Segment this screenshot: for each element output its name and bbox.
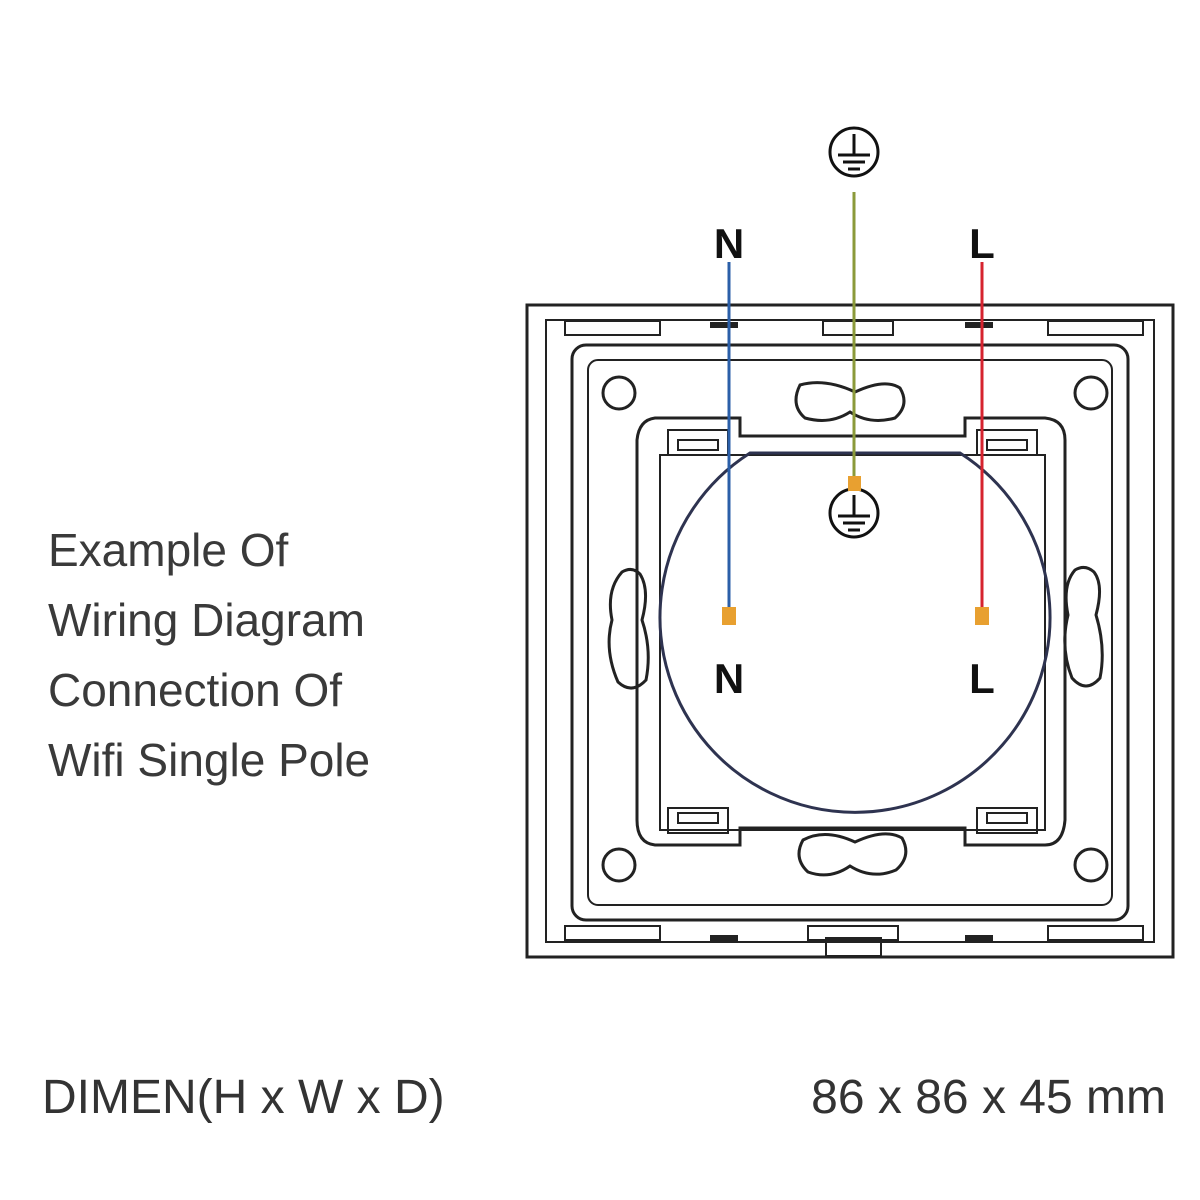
- screw-slots: [607, 381, 1104, 877]
- switch-body-outline: [658, 451, 1052, 814]
- description-line: Example Of: [48, 524, 289, 576]
- description-line: Connection Of: [48, 664, 343, 716]
- module-housing: [635, 416, 1067, 847]
- mounting-holes: [601, 375, 1109, 883]
- description-line: Wiring Diagram: [48, 594, 365, 646]
- diagram-description: Example Of Wiring Diagram Connection Of …: [48, 515, 488, 795]
- neutral-top-label: N: [714, 220, 744, 267]
- live-top-label: L: [969, 220, 995, 267]
- earth-ground-icon: [828, 126, 880, 178]
- dimensions-value: 86 x 86 x 45 mm: [811, 1071, 1166, 1124]
- earth-terminal: [848, 476, 861, 491]
- switch-frame: [525, 303, 1175, 959]
- neutral-terminal: [722, 607, 736, 625]
- live-terminal-label: L: [969, 655, 995, 702]
- frame-dashes: [710, 322, 993, 941]
- earth-terminal-icon: [828, 487, 880, 539]
- dimensions-label: DIMEN(H x W x D): [42, 1071, 445, 1124]
- live-terminal: [975, 607, 989, 625]
- description-line: Wifi Single Pole: [48, 734, 371, 786]
- neutral-terminal-label: N: [714, 655, 744, 702]
